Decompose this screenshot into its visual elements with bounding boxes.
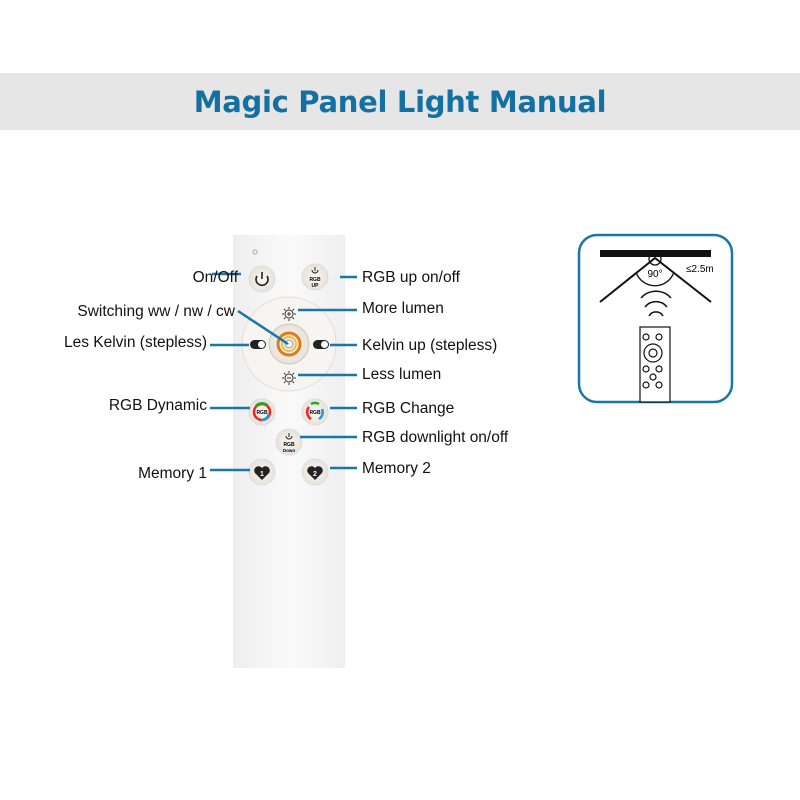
label-more-lumen: More lumen [362,300,444,317]
leader-lines [210,272,357,472]
label-rgb-dynamic: RGB Dynamic [108,397,207,414]
angle-arc [635,271,675,287]
svg-text:UP: UP [312,283,320,289]
svg-text:RGB: RGB [256,410,268,416]
kelvin-up-icon [313,340,329,349]
svg-text:RGB: RGB [283,442,295,448]
svg-text:≤2.5m: ≤2.5m [686,264,714,275]
power-icon [285,433,293,440]
led-indicator [252,249,258,255]
label-rgb-up: RGB up on/off [362,269,460,286]
label-on-off: On/Off [192,269,238,286]
svg-text:90°: 90° [647,269,662,280]
remote-control: RGB UP RGB RGB RGB Down 1 2 [233,235,345,668]
label-rgb-down: RGB downlight on/off [362,429,509,446]
label-kelvin-up: Kelvin up (stepless) [362,337,498,354]
cct-icon [276,331,302,357]
rgb-up-button [301,263,329,291]
brightness-down-icon [282,371,296,385]
svg-text:RGB: RGB [309,410,321,416]
label-rgb-change: RGB Change [362,400,455,417]
angle-lines [599,256,712,303]
heart-icon [254,466,270,480]
svg-text:2: 2 [313,471,317,478]
title-banner: Magic Panel Light Manual [0,73,800,130]
rgb-down-button [275,428,303,456]
signal-waves-icon [640,290,672,317]
cct-button [268,323,310,365]
label-switching: Switching ww / nw / cw [77,303,235,320]
power-icon [255,272,269,287]
svg-text:Down: Down [283,448,295,453]
label-memory2: Memory 2 [362,460,431,477]
svg-text:1: 1 [260,471,264,478]
svg-text:RGB: RGB [309,277,321,283]
label-less-lumen: Less lumen [362,366,442,383]
kelvin-down-icon [250,340,266,349]
power-icon [311,267,319,274]
remote-mini-icon [639,326,671,403]
brightness-up-icon [282,307,296,321]
label-memory1: Memory 1 [138,465,207,482]
page-title: Magic Panel Light Manual [193,84,607,119]
heart-icon [307,466,323,480]
label-less-kelvin: Les Kelvin (stepless) [63,334,207,351]
range-illustration: 90° ≤2.5m [577,233,734,404]
